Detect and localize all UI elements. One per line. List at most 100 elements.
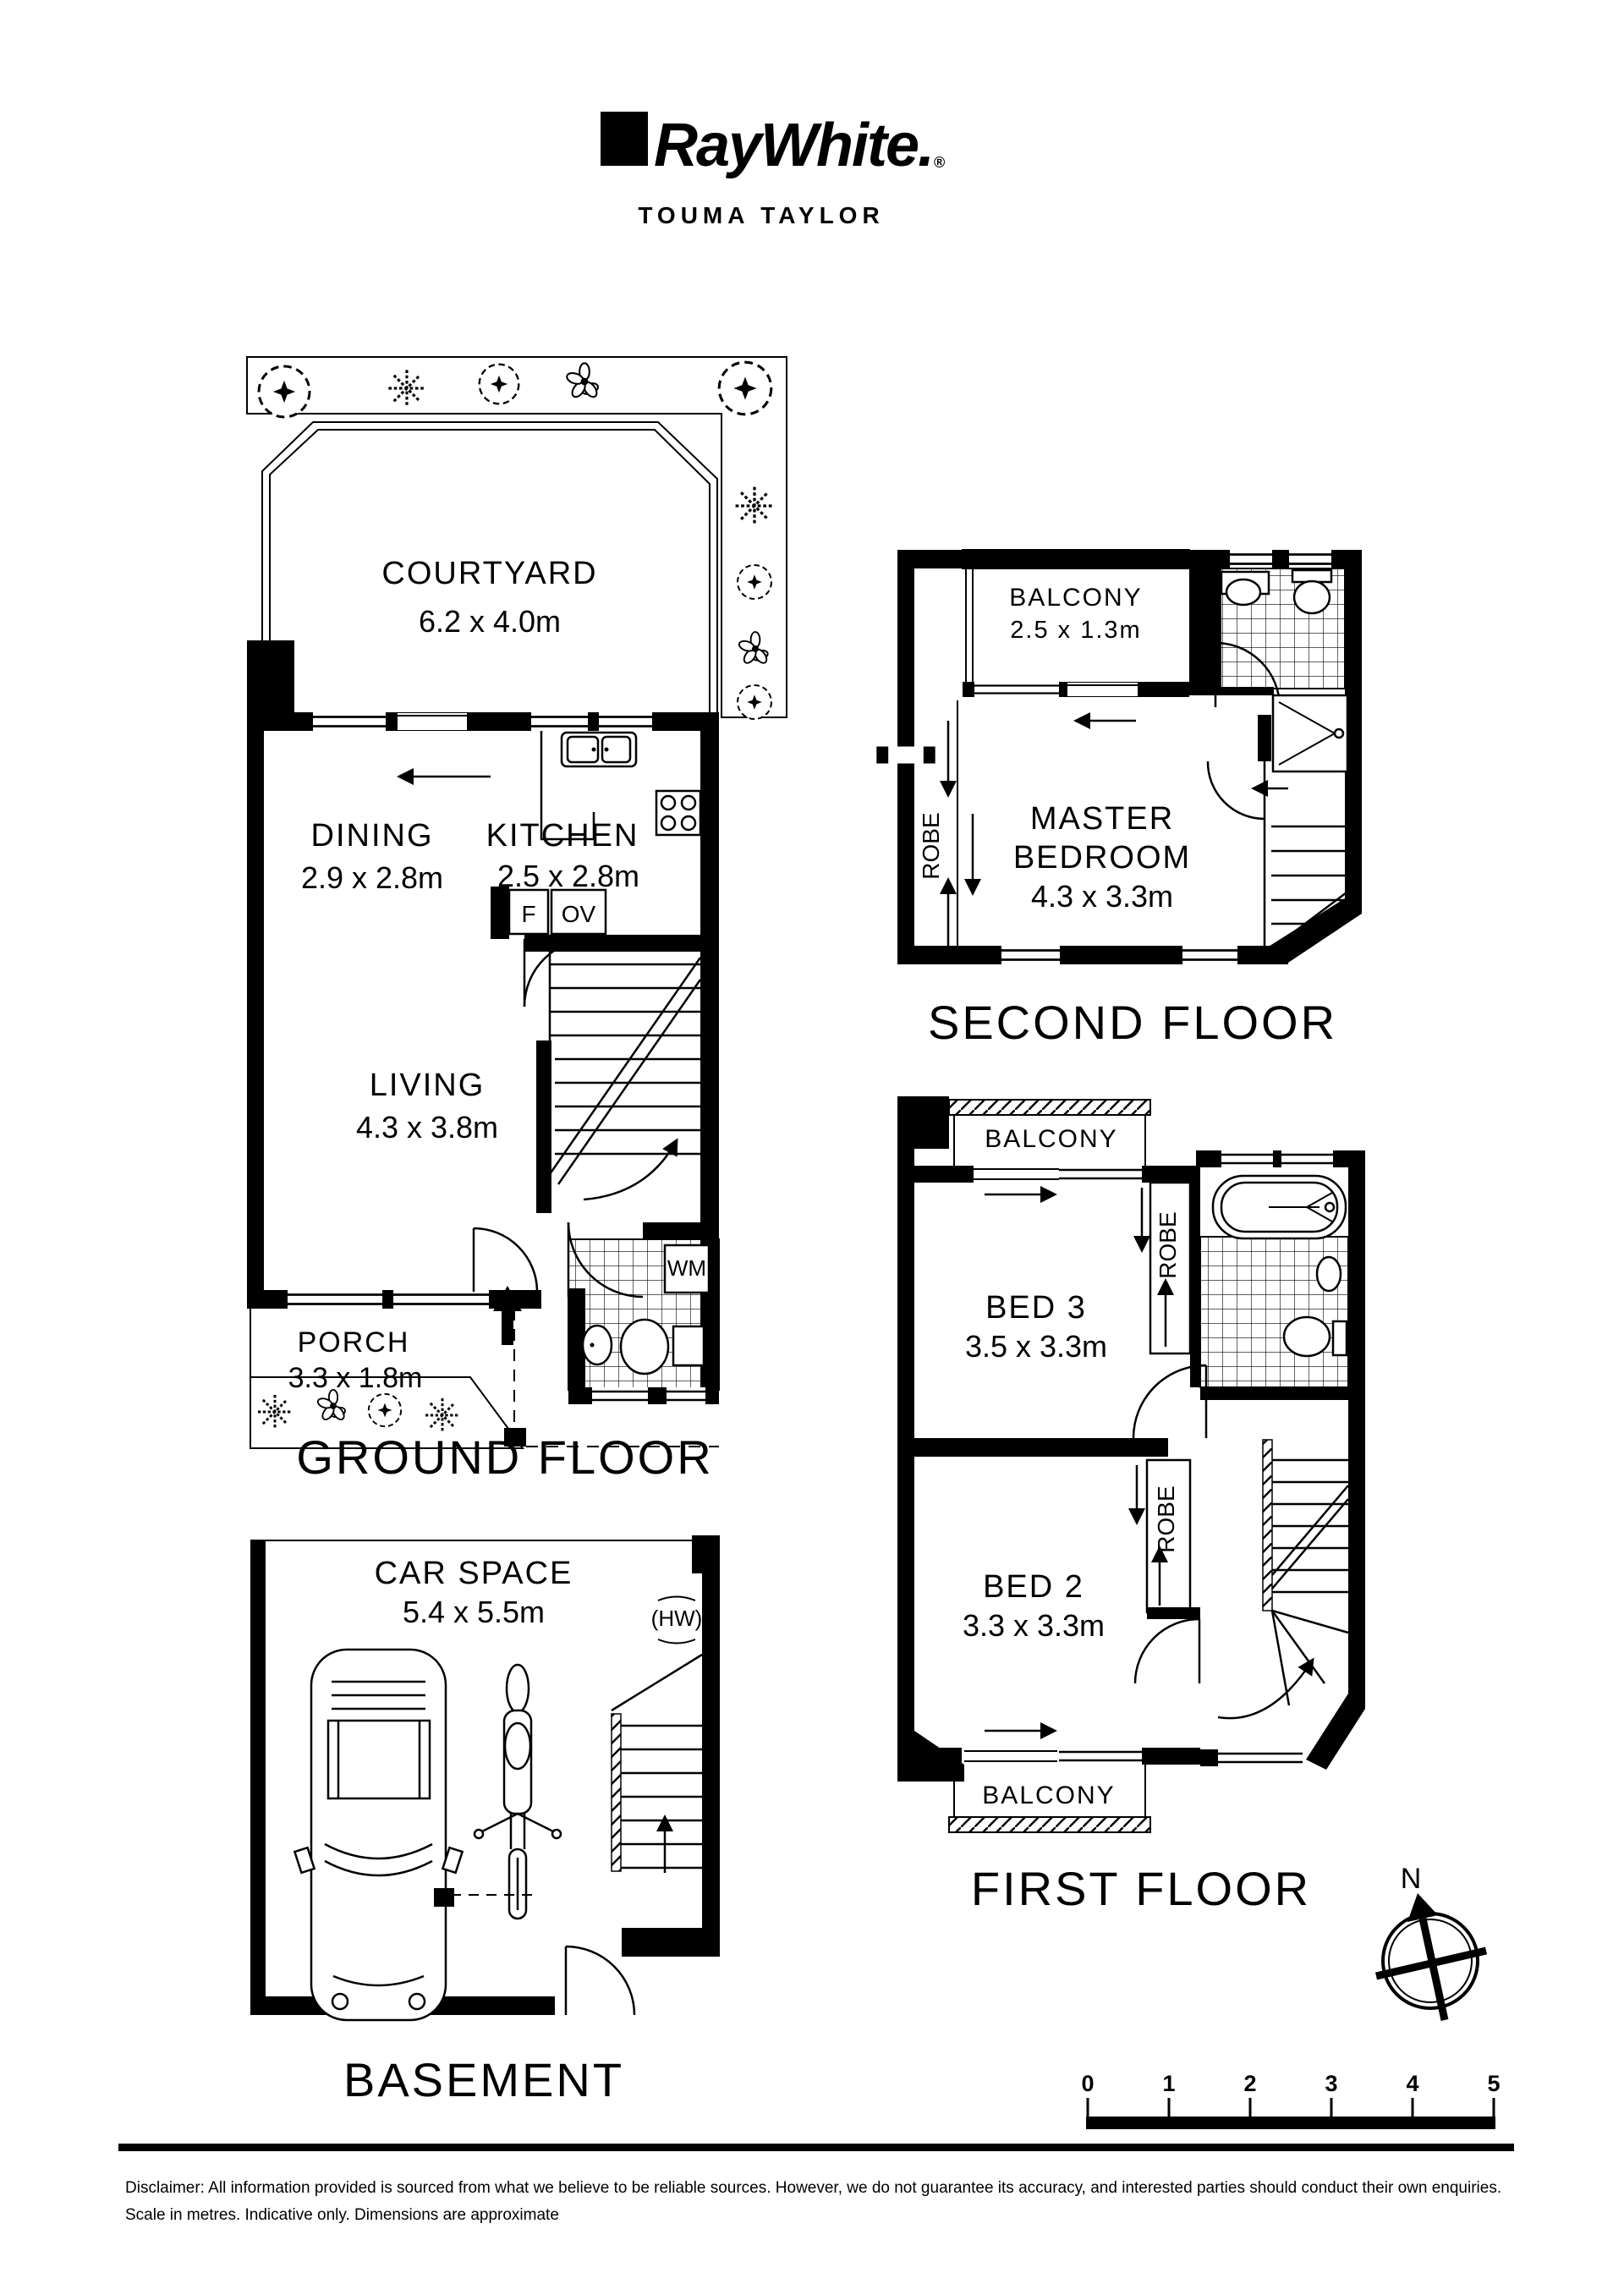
brand-logo-text: RayWhite.: [654, 112, 933, 179]
wall-left: [250, 1540, 266, 2015]
balcony-railing: [948, 1099, 1151, 1116]
car-space-name: CAR SPACE: [375, 1556, 573, 1591]
entry-arrow: [493, 1286, 522, 1345]
disclaimer-line1: Disclaimer: All information provided is …: [125, 2179, 1501, 2197]
scale-tick-label: 2: [1243, 2071, 1256, 2096]
courtyard-dims: 6.2 x 4.0m: [419, 604, 561, 639]
basement-door-arc: [565, 1945, 636, 2016]
hot-water-arc: [657, 1595, 696, 1601]
courtyard-wall-block: [247, 640, 294, 717]
brand-registered-mark: ®: [934, 154, 945, 171]
bush-icon: [737, 684, 772, 720]
scale-tick-label: 5: [1487, 2071, 1500, 2096]
second-floor-label: SECOND FLOOR: [928, 996, 1337, 1049]
scale-tick-label: 0: [1081, 2071, 1094, 2096]
door-opening: [398, 713, 467, 730]
dining-dims: 2.9 x 2.8m: [301, 860, 443, 895]
window: [1230, 550, 1272, 568]
master-dims: 4.3 x 3.3m: [1031, 879, 1173, 914]
wall-right: [1345, 550, 1362, 914]
robe-label: ROBE: [918, 812, 944, 879]
window: [974, 682, 1059, 697]
compass-needle-head: [1407, 1893, 1438, 1922]
bed3-door-arc: [1132, 1364, 1207, 1439]
compass-crossbar: [1374, 1946, 1488, 1980]
flower-icon: [737, 631, 771, 667]
balcony2-name: BALCONY: [1009, 584, 1142, 612]
bush-icon: [478, 363, 520, 405]
hot-water-arc: [657, 1639, 696, 1644]
car-space-dims: 5.4 x 5.5m: [403, 1595, 545, 1629]
stair-chamfer-wall: [1265, 888, 1362, 964]
fern-icon: [424, 1397, 461, 1434]
basin: [581, 1324, 613, 1366]
stair-chamfer-wall: [1306, 1694, 1365, 1770]
hot-water-label: (HW): [651, 1606, 703, 1631]
window: [393, 1290, 489, 1309]
balcony-railing: [948, 1816, 1151, 1833]
first-floor-label: FIRST FLOOR: [971, 1862, 1311, 1915]
scale-tick-label: 1: [1162, 2071, 1175, 2096]
living-name: LIVING: [370, 1068, 486, 1103]
fern-icon: [256, 1393, 294, 1430]
porch-name: PORCH: [298, 1326, 410, 1359]
basement-plan: CAR SPACE 5.4 x 5.5m (HW): [250, 1535, 720, 2106]
scale-bar: 0 1 2 3 4 5: [1081, 2071, 1501, 2129]
window: [1059, 1748, 1142, 1765]
footer-divider: [118, 2144, 1514, 2151]
bed2-name: BED 2: [983, 1569, 1084, 1605]
basement-label: BASEMENT: [343, 2053, 624, 2106]
fridge-box: [508, 888, 550, 936]
wall-left: [897, 1096, 914, 1748]
porch-garden-bed: [250, 1376, 524, 1449]
oven-label: OV: [562, 901, 596, 927]
window: [1218, 1749, 1303, 1766]
ground-floor-plan: COURTYARD 6.2 x 4.0m F OV DINING 2.9 x 2…: [246, 356, 787, 1484]
disclaimer-line2: Scale in metres. Indicative only. Dimens…: [125, 2206, 559, 2224]
courtyard-fence-outer: [261, 421, 718, 716]
motorcycle-icon: [473, 1663, 562, 1920]
stairs: [611, 1653, 703, 1869]
scale-bar-rule: [1086, 2117, 1495, 2129]
door-arc: [523, 937, 593, 1007]
window: [1059, 1166, 1142, 1183]
scale-tick-label: 4: [1406, 2071, 1418, 2096]
living-dims: 4.3 x 3.8m: [356, 1110, 498, 1145]
window: [859, 747, 953, 764]
bush-icon: [257, 365, 311, 419]
dining-name: DINING: [311, 818, 434, 854]
bathroom-door-arc: [567, 1222, 644, 1298]
compass: N: [1374, 1863, 1488, 2021]
stairs: [1270, 1458, 1349, 1706]
window: [1289, 550, 1331, 568]
window: [288, 1290, 382, 1309]
bush-icon: [367, 1392, 403, 1428]
car-icon: [293, 1648, 464, 2022]
robe-bed2-label: ROBE: [1153, 1485, 1179, 1552]
basin: [1315, 1255, 1342, 1293]
window: [1182, 946, 1237, 964]
master-name-line2: BEDROOM: [1013, 840, 1191, 876]
window: [1221, 1150, 1273, 1167]
toilet: [619, 1318, 670, 1375]
bush-icon: [717, 360, 773, 416]
robe-bed3-label: ROBE: [1155, 1211, 1181, 1278]
second-floor-plan: BALCONY 2.5 x 1.3m MASTER BEDROOM 4.3 x …: [859, 549, 1362, 1049]
stair-direction-arrow: [1217, 1657, 1314, 1720]
wall-right: [1348, 1150, 1365, 1700]
window: [313, 712, 386, 731]
balcony-top-label: BALCONY: [985, 1125, 1117, 1153]
bed2-door-arc: [1133, 1617, 1200, 1684]
bed3-dims: 3.5 x 3.3m: [965, 1329, 1107, 1364]
stair-rail: [1262, 1439, 1273, 1611]
window: [1281, 1150, 1333, 1167]
fern-icon: [387, 368, 427, 409]
compass-needle: [1418, 1918, 1449, 2021]
bed2-dims: 3.3 x 3.3m: [963, 1608, 1105, 1643]
stair-rail: [611, 1713, 622, 1872]
wall-left: [247, 712, 264, 1309]
garden-border: [246, 356, 787, 718]
courtyard-name: COURTYARD: [381, 556, 597, 591]
oven-box: [550, 888, 607, 936]
